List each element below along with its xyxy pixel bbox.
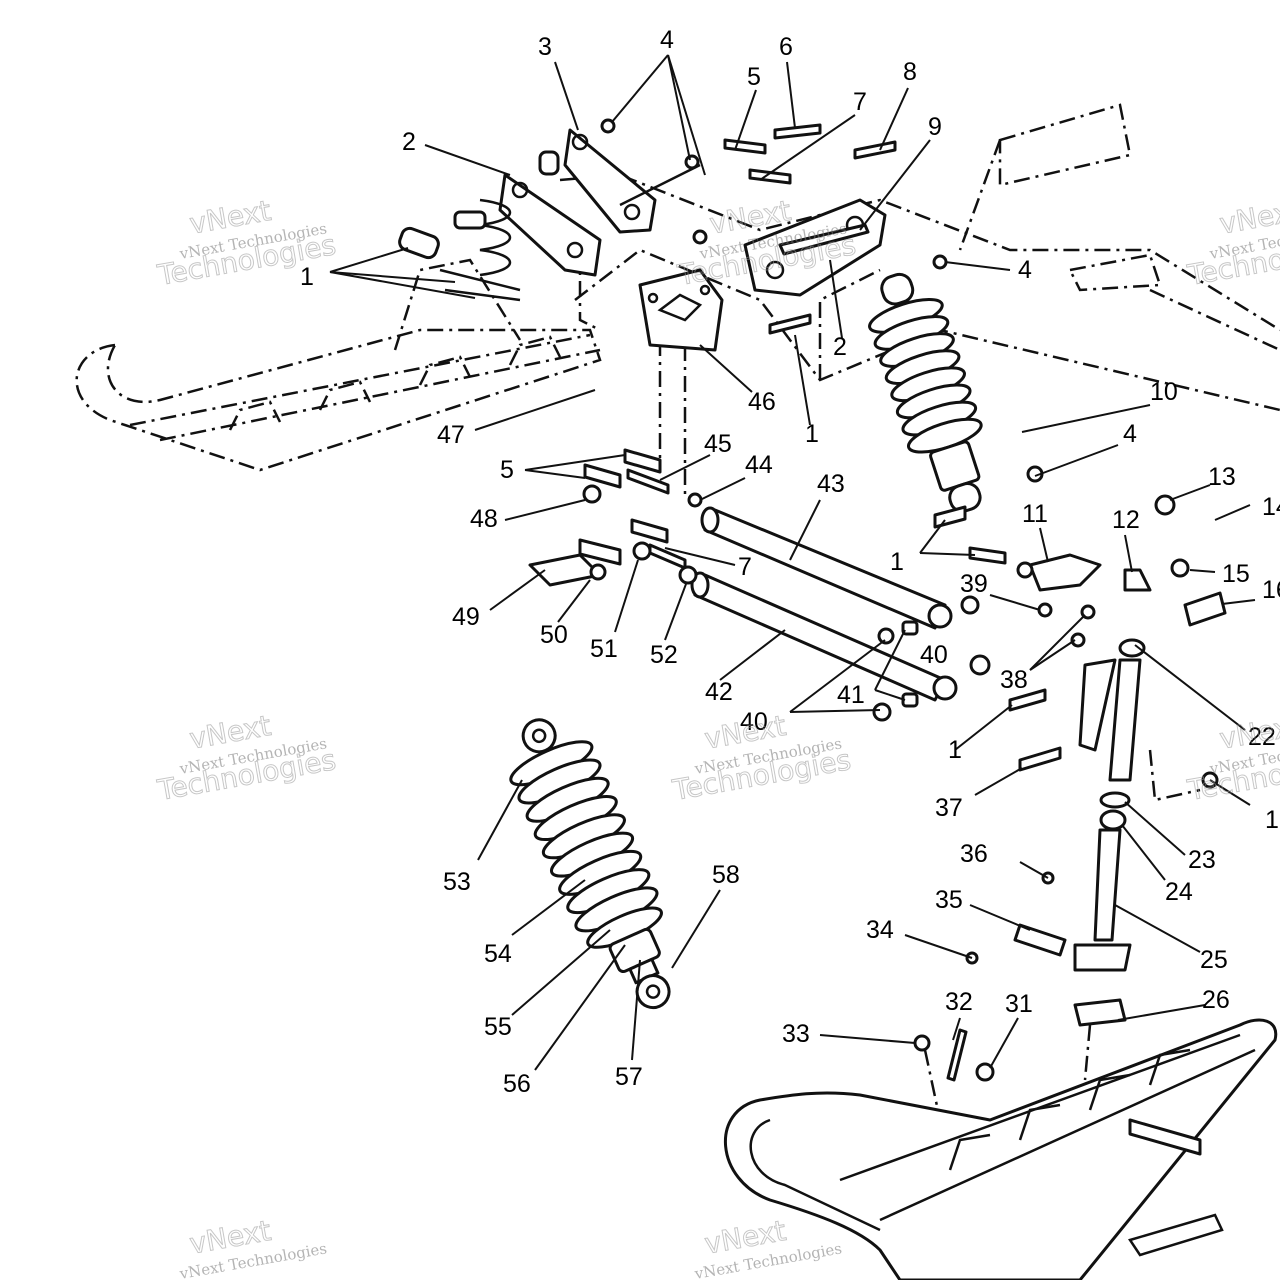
callout-24: 24: [1165, 878, 1193, 906]
callout-8: 8: [903, 58, 917, 86]
callout-5-a: 5: [747, 63, 761, 91]
right-shock-absorber: [868, 272, 983, 513]
callout-32: 32: [945, 988, 973, 1016]
callout-48: 48: [470, 505, 498, 533]
callout-40-a: 40: [920, 641, 948, 669]
front-shock-absorber: [509, 718, 671, 1010]
callout-56: 56: [503, 1070, 531, 1098]
watermarks: vNext vNext Technologies Technologies vN…: [154, 193, 1280, 1280]
callout-40-b: 40: [740, 708, 768, 736]
callout-13: 13: [1208, 463, 1236, 491]
callout-25: 25: [1200, 946, 1228, 974]
callout-33: 33: [782, 1020, 810, 1048]
callout-35: 35: [935, 886, 963, 914]
callout-41: 41: [837, 681, 865, 709]
right-ski: [724, 1018, 1278, 1280]
callout-31: 31: [1005, 990, 1033, 1018]
callout-1-e: 1: [1265, 806, 1279, 834]
left-ski: [75, 258, 602, 472]
callout-22: 22: [1248, 723, 1276, 751]
callout-4-c: 4: [1123, 420, 1137, 448]
callout-12: 12: [1112, 506, 1140, 534]
spindle-assembly: [1013, 638, 1201, 1081]
callout-51: 51: [590, 635, 618, 663]
callout-45: 45: [704, 430, 732, 458]
callout-23: 23: [1188, 846, 1216, 874]
callout-4-a: 4: [660, 26, 674, 54]
callout-2-a: 2: [402, 128, 416, 156]
callout-2-b: 2: [833, 333, 847, 361]
callout-54: 54: [484, 940, 512, 968]
chassis-frame: [559, 103, 1280, 500]
watermark-3: vNext vNext Technologies Technologies: [1184, 193, 1280, 292]
callout-16: 16: [1262, 576, 1280, 604]
leader-lines: [329, 54, 1256, 1071]
callout-10: 10: [1150, 378, 1178, 406]
callout-14: 14: [1262, 493, 1280, 521]
callout-39: 39: [960, 570, 988, 598]
callout-47: 47: [437, 421, 465, 449]
callout-58: 58: [712, 861, 740, 889]
callout-1-c: 1: [890, 548, 904, 576]
callout-1-b: 1: [805, 420, 819, 448]
left-pivot-plates: [498, 128, 701, 277]
watermark-4: vNext vNext Technologies Technologies: [154, 708, 339, 807]
callout-26: 26: [1202, 986, 1230, 1014]
callout-36: 36: [960, 840, 988, 868]
callout-43: 43: [817, 470, 845, 498]
callout-6: 6: [779, 33, 793, 61]
left-hardware: [528, 448, 703, 587]
watermark-7: vNext vNext Technologies: [177, 1213, 328, 1280]
callout-49: 49: [452, 603, 480, 631]
callout-55: 55: [484, 1013, 512, 1041]
callout-52: 52: [650, 641, 678, 669]
callout-42: 42: [705, 678, 733, 706]
callout-50: 50: [540, 621, 568, 649]
top-bolts: [600, 118, 948, 335]
callout-38: 38: [1000, 666, 1028, 694]
callout-15: 15: [1222, 560, 1250, 588]
callout-11: 11: [1022, 500, 1048, 528]
callout-5-b: 5: [500, 456, 514, 484]
callout-53: 53: [443, 868, 471, 896]
callout-57: 57: [615, 1063, 643, 1091]
upper-small-spring: [398, 198, 521, 302]
callout-numbers: 1 1 1 1 1 1 2 2 3 4 4 4 4 5 5 6 7 7 8 9 …: [300, 26, 1280, 1098]
watermark-5: vNext vNext Technologies Technologies: [669, 708, 854, 807]
callout-7-a: 7: [853, 88, 867, 116]
callout-34: 34: [866, 916, 894, 944]
callout-37: 37: [935, 794, 963, 822]
callout-46: 46: [748, 388, 776, 416]
watermark-6: vNext vNext Technologies Technologies: [1184, 708, 1280, 807]
callout-1-d: 1: [948, 736, 962, 764]
callout-9: 9: [928, 113, 942, 141]
callout-3: 3: [538, 33, 552, 61]
mounting-plate: [638, 268, 724, 352]
callout-1-a: 1: [300, 263, 314, 291]
callout-4-b: 4: [1018, 256, 1032, 284]
radius-rods: [690, 506, 991, 722]
callout-44: 44: [745, 451, 773, 479]
callout-7-b: 7: [738, 553, 752, 581]
